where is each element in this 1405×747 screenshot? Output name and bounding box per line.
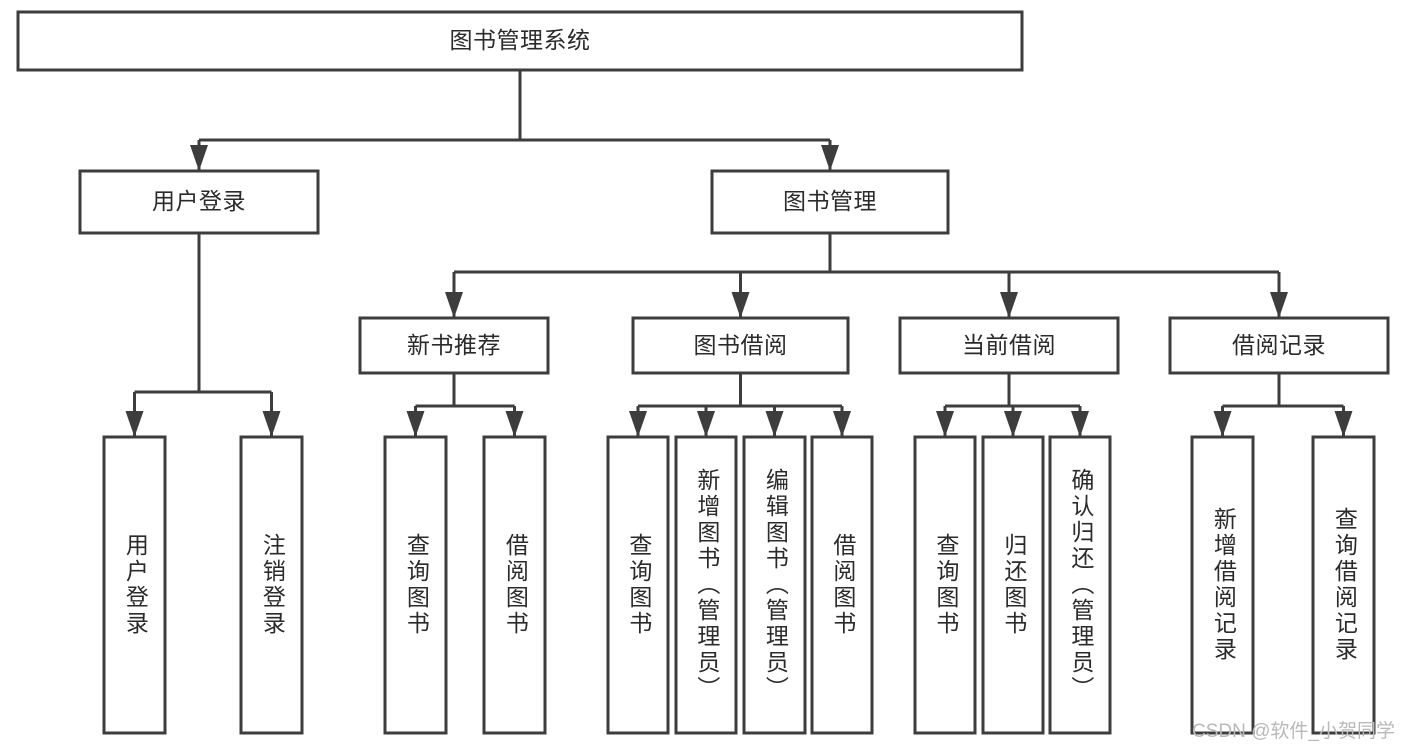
node-borrow-borrow-book[interactable] — [812, 437, 872, 733]
node-borrow-add-book[interactable] — [674, 435, 738, 735]
node-records-add[interactable] — [1192, 437, 1253, 733]
node-current-confirm-return[interactable] — [1050, 437, 1110, 733]
arrow-head-icon — [1004, 411, 1022, 437]
node-user-logout[interactable] — [241, 437, 302, 733]
node-recommend-borrow-book[interactable] — [484, 437, 545, 733]
node-borrow-edit-book[interactable] — [744, 437, 805, 733]
arrow-head-icon — [765, 411, 784, 437]
node-current-borrow[interactable] — [900, 318, 1118, 373]
node-current-return-book[interactable] — [981, 435, 1045, 735]
node-root[interactable] — [18, 12, 1022, 70]
arrow-head-icon — [125, 411, 144, 437]
arrow-head-icon — [731, 292, 750, 318]
arrow-head-icon — [1270, 292, 1288, 318]
node-new-book-recommend[interactable] — [360, 318, 548, 373]
node-book-borrow[interactable] — [633, 318, 848, 373]
node-records-add[interactable] — [1190, 435, 1255, 735]
node-borrow-edit-book[interactable] — [742, 435, 807, 735]
node-records-query[interactable] — [1313, 437, 1374, 733]
arrow-head-icon — [505, 411, 524, 437]
node-root[interactable] — [16, 10, 1024, 72]
node-user-login[interactable] — [78, 169, 320, 235]
node-current-confirm-return[interactable] — [1048, 435, 1112, 735]
arrow-head-icon — [1334, 411, 1353, 437]
node-borrow-query-book[interactable] — [606, 435, 670, 735]
arrow-head-icon — [697, 411, 715, 437]
arrow-head-icon — [936, 411, 954, 437]
node-borrow-borrow-book[interactable] — [810, 435, 874, 735]
node-borrow-add-book[interactable] — [676, 437, 736, 733]
node-book-borrow[interactable] — [631, 316, 850, 375]
arrow-head-icon — [445, 292, 463, 318]
node-current-query-book[interactable] — [915, 437, 975, 733]
arrow-head-icon — [1000, 292, 1018, 318]
node-book-management[interactable] — [712, 171, 948, 233]
node-user-logout[interactable] — [239, 435, 304, 735]
arrow-head-icon — [833, 411, 851, 437]
node-current-return-book[interactable] — [983, 437, 1043, 733]
node-recommend-borrow-book[interactable] — [482, 435, 547, 735]
arrow-head-icon — [629, 411, 647, 437]
node-records-query[interactable] — [1311, 435, 1376, 735]
watermark: CSDN @软件_小贺同学 — [1192, 721, 1395, 742]
arrow-head-icon — [1071, 411, 1089, 437]
arrow-head-icon — [821, 145, 839, 171]
node-user-login[interactable] — [80, 171, 318, 233]
node-user-login-do[interactable] — [104, 437, 165, 733]
arrow-head-icon — [262, 411, 281, 437]
node-recommend-query-book[interactable] — [385, 437, 446, 733]
arrow-head-icon — [406, 411, 425, 437]
node-borrow-records[interactable] — [1170, 318, 1388, 373]
node-borrow-query-book[interactable] — [608, 437, 668, 733]
arrow-head-icon — [190, 145, 208, 171]
arrow-head-icon — [1213, 411, 1232, 437]
node-current-query-book[interactable] — [913, 435, 977, 735]
